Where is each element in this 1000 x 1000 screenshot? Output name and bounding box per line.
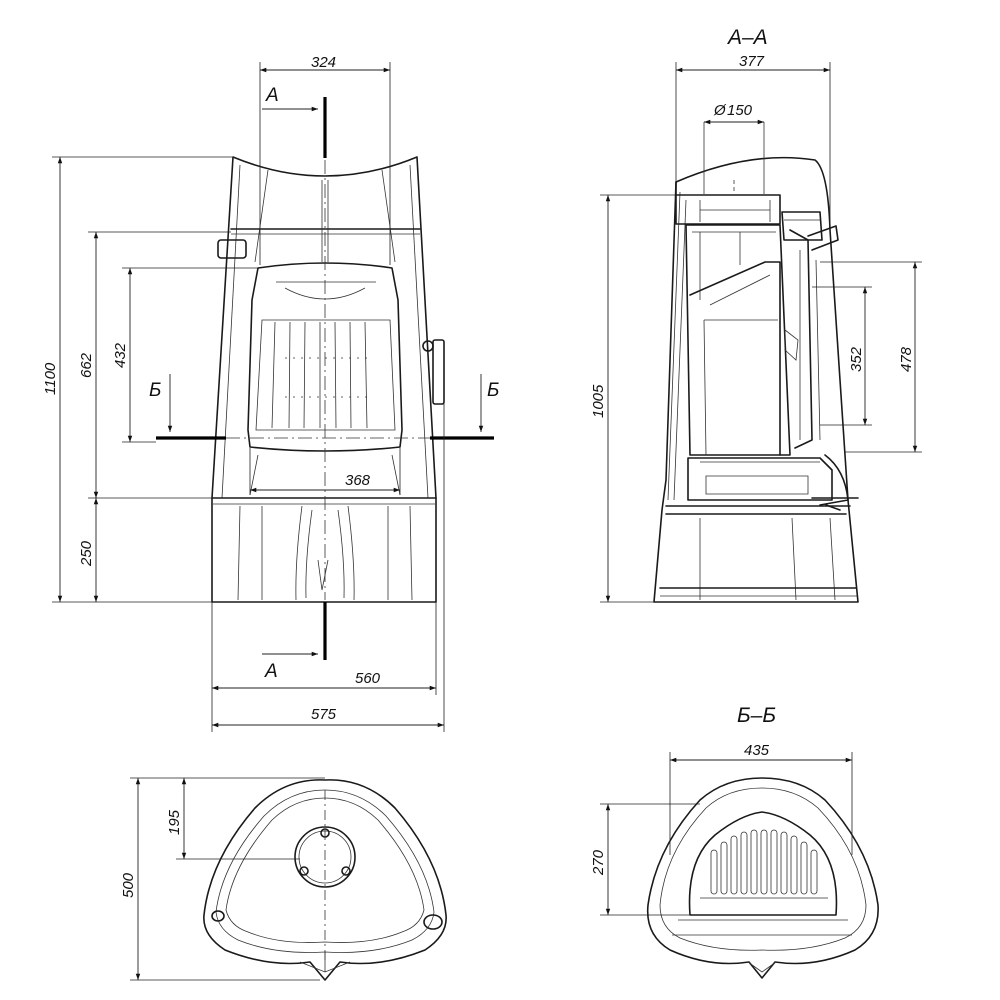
dim-height-total: 1100 <box>42 156 233 603</box>
svg-text:324: 324 <box>311 54 336 71</box>
dim-aa-478: 478 <box>820 261 922 453</box>
front-body-outline <box>211 156 437 603</box>
dim-aa-height: 1005 <box>590 194 700 603</box>
section-line-b: Б Б <box>149 374 499 440</box>
dim-aa-352: 352 <box>812 286 872 426</box>
section-aa-outline <box>653 156 859 603</box>
svg-text:435: 435 <box>744 742 770 759</box>
front-view: А А Б Б 324 1100 <box>42 54 499 732</box>
dim-base-width: 560 <box>211 602 437 732</box>
top-view-outline <box>203 779 447 981</box>
dim-aa-width: 377 <box>675 53 831 225</box>
svg-text:478: 478 <box>898 346 915 372</box>
cut-label-b-right: Б <box>487 380 499 401</box>
svg-text:270: 270 <box>590 849 607 876</box>
svg-text:195: 195 <box>166 809 183 835</box>
svg-text:432: 432 <box>112 342 129 368</box>
dim-door-width: 368 <box>249 448 401 495</box>
cut-label-b-left: Б <box>149 380 161 401</box>
front-right-handle <box>432 339 445 405</box>
dim-height-250: 250 <box>78 498 99 602</box>
section-line-a: А А <box>262 85 327 682</box>
front-door-frame <box>247 262 403 452</box>
dim-top-depth: 500 <box>120 777 320 981</box>
top-flue-collar <box>294 826 356 888</box>
section-bb-title: Б–Б <box>737 704 776 727</box>
section-bb-outline <box>646 777 879 979</box>
dim-height-662: 662 <box>78 231 231 499</box>
section-aa-title: А–А <box>726 26 768 49</box>
cut-label-a-top: А <box>265 85 279 106</box>
dim-bb-width: 435 <box>669 742 853 855</box>
dim-bb-depth: 270 <box>590 803 700 916</box>
dim-aa-flue: Ø 150 <box>704 102 764 125</box>
front-left-handle <box>217 239 247 259</box>
section-bb-view: Б–Б 435 <box>590 704 879 979</box>
svg-text:1100: 1100 <box>42 362 59 395</box>
svg-text:662: 662 <box>78 352 95 378</box>
dim-top-width: 324 <box>259 54 391 265</box>
cut-label-a-bottom: А <box>264 661 278 682</box>
grate-slots <box>710 829 818 895</box>
svg-text:575: 575 <box>311 706 337 723</box>
svg-text:250: 250 <box>78 540 95 567</box>
svg-text:1005: 1005 <box>590 384 607 418</box>
svg-text:560: 560 <box>355 670 381 687</box>
svg-text:368: 368 <box>345 472 371 489</box>
svg-text:352: 352 <box>848 346 865 372</box>
dim-height-432: 432 <box>112 267 258 443</box>
svg-text:Ø: Ø <box>713 102 727 119</box>
dim-overall-width: 575 <box>211 402 445 732</box>
section-aa-view: А–А <box>590 26 922 603</box>
top-view: 195 500 <box>120 777 447 981</box>
svg-text:377: 377 <box>739 53 765 70</box>
svg-text:150: 150 <box>727 102 753 119</box>
svg-text:500: 500 <box>120 872 137 898</box>
dim-top-offset: 195 <box>166 777 325 860</box>
